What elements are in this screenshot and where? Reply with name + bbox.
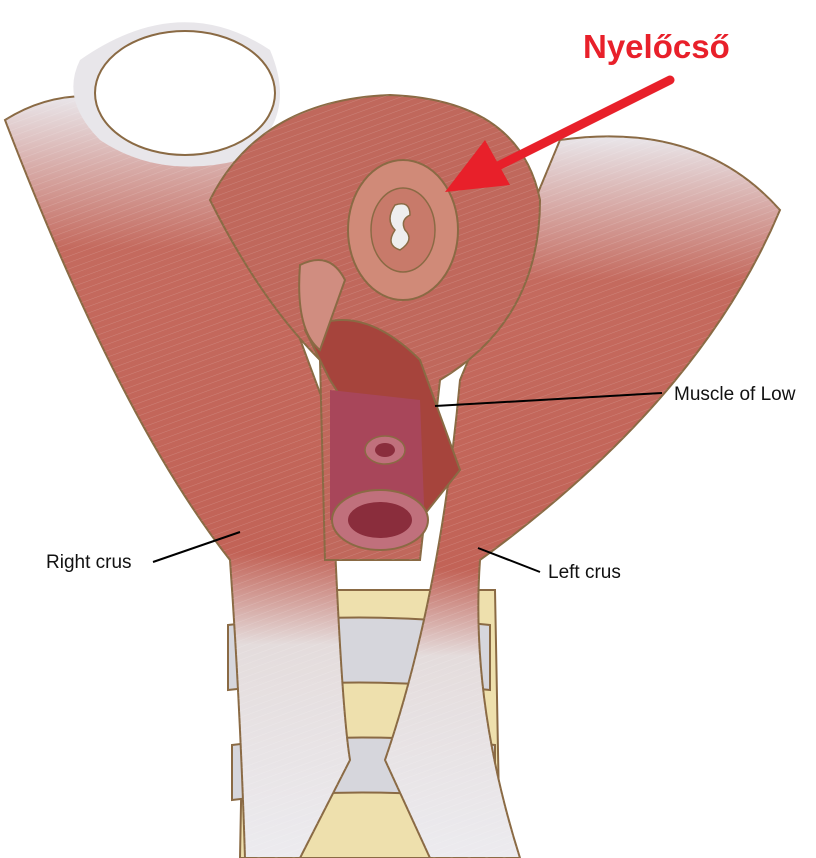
esophagus-title: Nyelőcső: [583, 28, 730, 65]
leader-right-crus: [152, 531, 241, 563]
esophagus: [347, 159, 459, 301]
label-left-crus: Left crus: [548, 562, 621, 583]
aorta: [330, 390, 429, 551]
label-right-crus: Right crus: [46, 552, 132, 573]
label-muscle-of-low: Muscle of Low: [674, 384, 796, 405]
vena-cava-opening: [94, 30, 276, 156]
leader-muscle-of-low: [434, 392, 663, 407]
arrow-icon: [445, 75, 675, 192]
leader-left-crus: [477, 547, 541, 573]
